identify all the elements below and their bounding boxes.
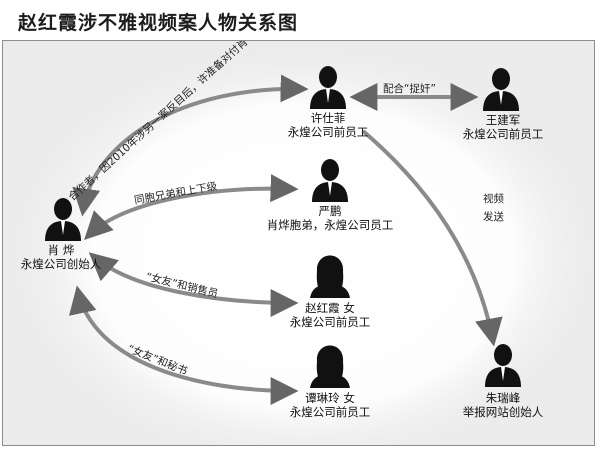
- male-person-icon: [312, 159, 348, 202]
- person-tan-linling: 谭琳玲 女 永煌公司前员工: [290, 391, 371, 419]
- person-role: 永煌公司创始人: [20, 257, 102, 271]
- person-xiao-ye: 肖 烨 永煌公司创始人: [21, 243, 102, 271]
- male-person-icon: [45, 198, 81, 241]
- person-yan-peng: 严鹏 肖烨胞弟，永煌公司员工: [267, 204, 394, 232]
- edge-label-xu-zhu-send: 发送: [483, 211, 504, 223]
- person-name: 许仕菲: [310, 111, 346, 125]
- male-person-icon: [310, 66, 346, 109]
- person-role: 永煌公司前员工: [287, 125, 369, 139]
- person-xu-shifei: 许仕菲 永煌公司前员工: [288, 111, 369, 139]
- edge-xu-zhu: [361, 129, 503, 347]
- person-role: 永煌公司前员工: [462, 127, 544, 141]
- person-role: 举报网站创始人: [462, 405, 544, 419]
- person-name: 谭琳玲 女: [305, 391, 355, 405]
- person-name: 王建军: [485, 113, 521, 127]
- person-role: 永煌公司前员工: [289, 405, 371, 419]
- edge-xiao-tan: [69, 285, 299, 405]
- person-wang-jianjun: 王建军 永煌公司前员工: [463, 113, 544, 141]
- person-zhu-ruifeng: 朱瑞峰 举报网站创始人: [463, 391, 544, 419]
- edge-xiao-yan: [84, 174, 299, 240]
- male-person-icon: [483, 68, 519, 111]
- person-name: 朱瑞峰: [485, 391, 521, 405]
- edge-label-xu-wang: 配合“捉奸”: [383, 83, 436, 95]
- person-zhao-hongxia: 赵红霞 女 永煌公司前员工: [290, 301, 371, 329]
- diagram-title: 赵红霞涉不雅视频案人物关系图: [18, 12, 299, 34]
- female-person-icon: [310, 255, 350, 298]
- male-person-icon: [485, 344, 521, 387]
- person-name: 赵红霞 女: [305, 301, 355, 315]
- person-role: 永煌公司前员工: [289, 315, 371, 329]
- female-person-icon: [310, 345, 350, 388]
- person-name: 肖 烨: [47, 243, 75, 257]
- relationship-diagram: [3, 41, 594, 445]
- person-name: 严鹏: [318, 204, 342, 218]
- edge-label-xu-zhu-video: 视频: [483, 193, 504, 205]
- relationship-diagram-panel: 许仕菲 永煌公司前员工 王建军 永煌公司前员工 肖 烨 永煌公司创始人 严鹏 肖…: [2, 40, 595, 446]
- person-role: 肖烨胞弟，永煌公司员工: [266, 218, 394, 232]
